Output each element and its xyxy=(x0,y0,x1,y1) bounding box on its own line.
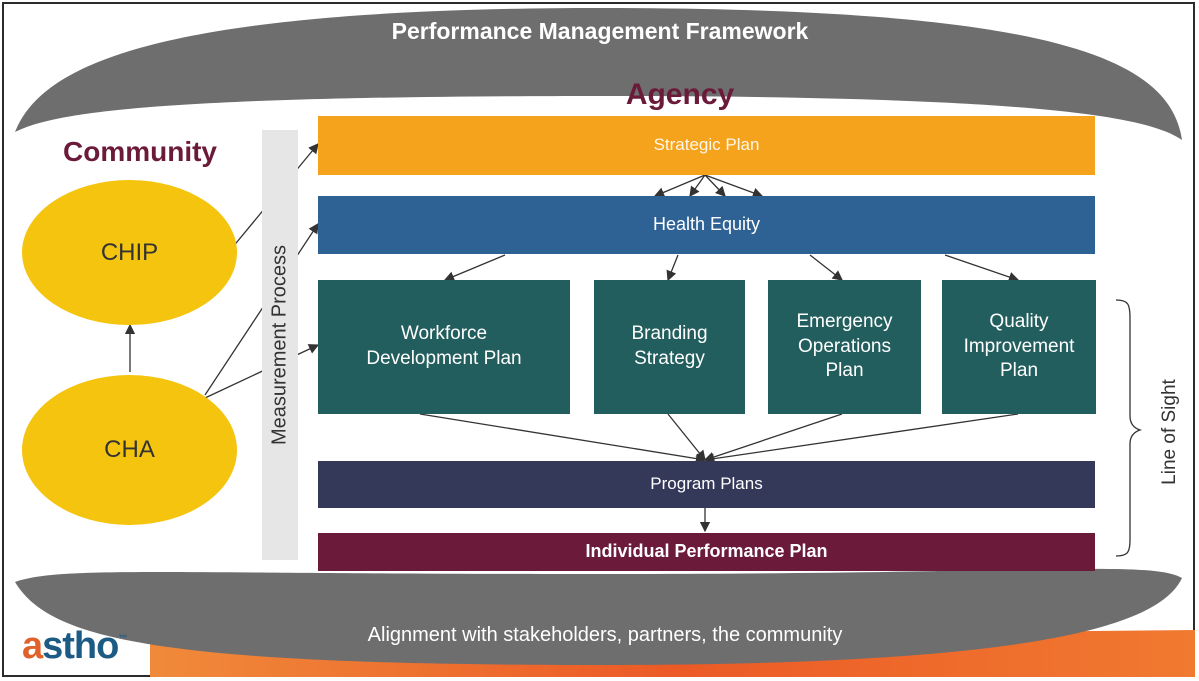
astho-logo: astho™ xyxy=(22,625,127,667)
arrow-cha-workforce xyxy=(204,344,320,399)
arrow-branding-program xyxy=(667,413,706,462)
top-arc xyxy=(15,8,1182,140)
workforce-development-box: Workforce Development Plan xyxy=(318,280,570,414)
arrow-he-emergency xyxy=(809,254,844,281)
cha-ellipse: CHA xyxy=(22,375,237,525)
bottom-arc xyxy=(15,568,1182,665)
quality-improvement-box: Quality Improvement Plan xyxy=(942,280,1096,414)
arrow-quality-program xyxy=(703,413,1019,464)
arrow-workforce-program xyxy=(419,413,707,464)
line-of-sight-label: Line of Sight xyxy=(1159,379,1180,485)
arrow-strat-he-2 xyxy=(689,174,706,198)
strategic-plan-box: Strategic Plan xyxy=(318,116,1095,175)
arrow-he-workforce xyxy=(443,254,506,282)
community-label: Community xyxy=(63,136,217,167)
emergency-operations-box: Emergency Operations Plan xyxy=(768,280,921,414)
arrow-strat-he-3 xyxy=(704,174,726,197)
framework-title: Performance Management Framework xyxy=(391,18,809,44)
branding-strategy-box: Branding Strategy xyxy=(594,280,745,414)
arrow-strat-he-4 xyxy=(704,174,764,198)
chip-ellipse: CHIP xyxy=(22,180,237,325)
alignment-footer: Alignment with stakeholders, partners, t… xyxy=(367,624,843,646)
health-equity-box: Health Equity xyxy=(318,196,1095,254)
arrow-he-branding xyxy=(666,254,679,282)
arrow-cha-health xyxy=(204,222,319,396)
arrow-he-quality xyxy=(944,254,1020,282)
arrow-emergency-program xyxy=(703,413,843,463)
chip-label: CHIP xyxy=(100,238,159,266)
program-plans-box: Program Plans xyxy=(318,461,1095,508)
individual-performance-box: Individual Performance Plan xyxy=(318,533,1095,571)
measurement-process-bar xyxy=(262,130,298,560)
agency-label: Agency xyxy=(625,78,735,111)
line-of-sight-bracket xyxy=(1115,299,1143,557)
cha-label: CHA xyxy=(104,436,155,463)
arrow-strat-he-1 xyxy=(653,174,706,198)
measurement-process-label: Measurement Process xyxy=(268,244,291,446)
